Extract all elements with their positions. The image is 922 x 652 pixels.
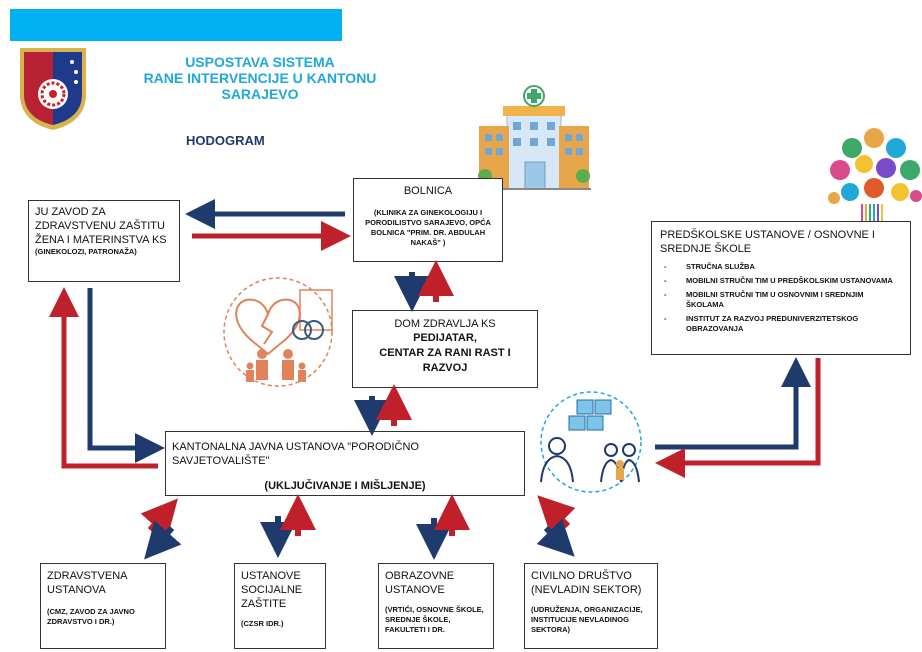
obrazovne-title: OBRAZOVNE USTANOVE (385, 570, 455, 596)
family-heart-icon (223, 277, 333, 387)
arrow-kantonalna-to-ju (49, 287, 158, 469)
socijalne-title: USTANOVE SOCIJALNE ZAŠTITE (241, 570, 303, 610)
hodogram-label: HODOGRAM (186, 133, 265, 148)
box-zdravstvena: ZDRAVSTVENA USTANOVA (CMZ, ZAVOD ZA JAVN… (40, 563, 166, 649)
ju-zavod-sub: (GINEKOLOZI, PATRONAŽA) (35, 247, 137, 256)
zdravstvena-sub: (CMZ, ZAVOD ZA JAVNO ZDRAVSTVO I DR.) (47, 607, 135, 626)
bolnica-title: BOLNICA (403, 185, 453, 197)
arrow-predskolske-to-kantonalna (655, 358, 821, 478)
box-civilno: CIVILNO DRUŠTVO (NEVLADIN SEKTOR) (UDRUŽ… (524, 563, 658, 649)
bolnica-sub: (KLINIKA ZA GINEKOLOGIJU I PORODILISTVO … (365, 208, 491, 247)
civilno-sub: (UDRUŽENJA, ORGANIZACIJE, INSTITUCIJE NE… (531, 605, 643, 634)
box-ju-zavod: JU ZAVOD ZA ZDRAVSTVENU ZAŠTITU ŽENA I M… (28, 200, 180, 282)
predskolske-title: PREDŠKOLSKE USTANOVE / OSNOVNE I SREDNJE… (660, 229, 875, 255)
civilno-title: CIVILNO DRUŠTVO (NEVLADIN SEKTOR) (531, 570, 642, 596)
arrow-kantonalna-to-civilno (536, 518, 575, 557)
box-bolnica: BOLNICA (KLINIKA ZA GINEKOLOGIJU I POROD… (353, 178, 503, 262)
obrazovne-sub: (VRTIĆI, OSNOVNE ŠKOLE, SREDNJE ŠKOLE, F… (385, 605, 484, 634)
box-kantonalna: KANTONALNA JAVNA USTANOVA "PORODIČNO SAV… (165, 431, 525, 496)
kantonalna-sub: (UKLJUČIVANJE I MIŠLJENJE) (264, 480, 426, 492)
predskolske-list: STRUČNA SLUŽBA MOBILNI STRUČNI TIM U PRE… (660, 262, 902, 334)
dom-zdravlja-line1: PEDIJATAR, (413, 332, 477, 344)
arrow-zdravstvena-to-kantonalna (140, 498, 178, 538)
arrow-kantonalna-to-zdravstvena (144, 520, 182, 560)
dom-zdravlja-line2: CENTAR ZA RANI RAST I RAZVOJ (379, 347, 511, 374)
arrow-civilno-to-kantonalna (537, 495, 576, 534)
hospital-icon (475, 85, 591, 190)
arrow-ju-to-kantonalna (87, 288, 165, 463)
list-item: INSTITUT ZA RAZVOJ PREDUNIVERZITETSKOG O… (664, 314, 902, 334)
list-item: MOBILNI STRUČNI TIM U PREDŠKOLSKIM USTAN… (664, 276, 902, 286)
box-socijalne: USTANOVE SOCIJALNE ZAŠTITE (CZSR IDR.) (234, 563, 326, 649)
kantonalna-title: KANTONALNA JAVNA USTANOVA "PORODIČNO SAV… (172, 441, 419, 467)
header-bar (10, 9, 342, 41)
list-item: MOBILNI STRUČNI TIM U OSNOVNIM I SREDNJI… (664, 290, 902, 310)
socijalne-sub: (CZSR IDR.) (241, 619, 284, 628)
list-item: STRUČNA SLUŽBA (664, 262, 902, 272)
ju-zavod-title: JU ZAVOD ZA ZDRAVSTVENU ZAŠTITU ŽENA I M… (35, 206, 167, 246)
dom-zdravlja-title: DOM ZDRAVLJA KS (394, 318, 496, 330)
zdravstvena-title: ZDRAVSTVENA USTANOVA (47, 570, 127, 596)
box-dom-zdravlja: DOM ZDRAVLJA KS PEDIJATAR, CENTAR ZA RAN… (352, 310, 538, 388)
page-title: USPOSTAVA SISTEMA RANE INTERVENCIJE U KA… (143, 54, 377, 102)
coat-of-arms-icon (20, 48, 86, 130)
box-predskolske: PREDŠKOLSKE USTANOVE / OSNOVNE I SREDNJE… (651, 221, 911, 355)
box-obrazovne: OBRAZOVNE USTANOVE (VRTIĆI, OSNOVNE ŠKOL… (378, 563, 494, 649)
counseling-puzzle-icon (540, 391, 642, 493)
arrow-kantonalna-to-predskolske (655, 357, 811, 450)
